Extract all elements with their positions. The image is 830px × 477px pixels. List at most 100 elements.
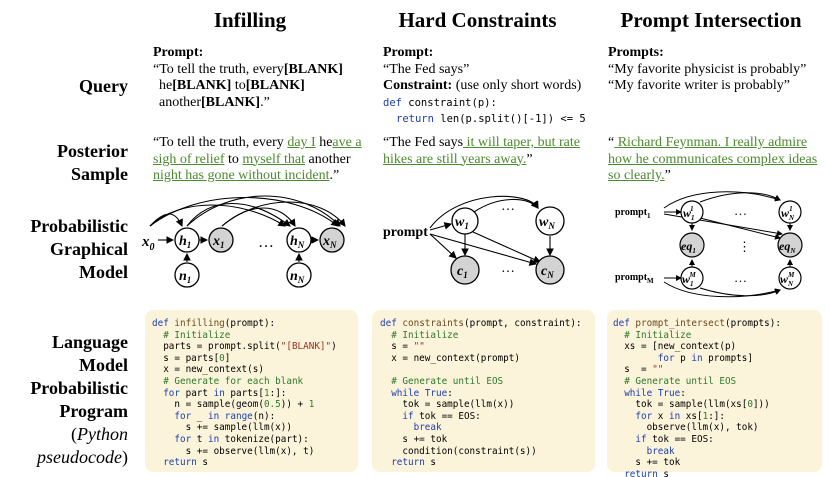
code-token: n = sample(geom( (152, 399, 264, 411)
blank-token: [BLANK] (172, 78, 232, 93)
code-token: for (657, 352, 675, 364)
code-token: : (447, 387, 453, 399)
code-line: # Generate until EOS (380, 376, 582, 388)
code-text: constraint(p): (401, 96, 497, 109)
generated-text: hikes are still years away. (383, 151, 527, 167)
code-token: (prompts): (724, 318, 781, 329)
posterior-infilling-line-3: night has gone without incident.” (153, 168, 362, 185)
code-token: 1 (308, 399, 315, 411)
code-token (613, 376, 624, 387)
node-w1-label: w1 (455, 215, 469, 231)
code-token: return (391, 457, 425, 469)
posterior-intersection: “ Richard Feynman. I really admire how h… (608, 135, 817, 185)
edge (429, 233, 538, 266)
query-constraints-constraint: Constraint: (use only short words) (383, 78, 586, 95)
edge (699, 192, 781, 203)
generated-text: myself that (242, 151, 306, 167)
code-line: # Initialize (380, 330, 582, 342)
text-segment: .” (329, 168, 340, 183)
code-token: 0 (747, 399, 753, 411)
code-line: x = new_context(prompt) (380, 353, 582, 365)
generated-text: so clearly. (608, 168, 665, 183)
posterior-intersection-line-2: how he communicates complex ideas (608, 152, 817, 169)
code-token: in (691, 352, 703, 364)
text-segment: “ (608, 135, 615, 150)
code-line: # Generate for each blank (152, 376, 337, 388)
row-label-lm-line-4: Program (59, 401, 128, 421)
row-label-lm-line-5: (Python (0, 423, 128, 446)
code-line: n = sample(geom(0.5)) + 1 (152, 399, 337, 411)
code-token: # Initialize (391, 329, 459, 341)
node-cN-label: cN (541, 264, 554, 280)
node-w-1-1 (680, 200, 704, 224)
node-eq-N-label: eqN (779, 239, 796, 255)
code-line: condition(constraint(s)) (380, 446, 582, 458)
code-token: for (174, 433, 192, 445)
code-line: def prompt_intersect(prompts): (613, 318, 781, 330)
prompt-1-label: prompt1 (615, 207, 651, 220)
code-line: observe(llm(x), tok) (613, 422, 781, 434)
row-label-posterior-sample: Posterior Sample (0, 140, 128, 186)
row-label-pgm-line-3: Model (79, 262, 128, 282)
row-label-pgm-line-2: Graphical (49, 239, 128, 259)
row-label-query: Query (0, 75, 128, 98)
pseudocode-word: pseudocode (37, 447, 122, 467)
constraint-text: (use only short words) (452, 78, 582, 93)
code-token: # Generate for each blank (163, 375, 304, 387)
constraint-label: Constraint: (383, 78, 453, 93)
edge (149, 204, 286, 227)
code-token (613, 434, 635, 445)
prompt-M-label: promptM (615, 272, 654, 285)
code-token: # Initialize (163, 329, 231, 341)
code-token: while (624, 387, 653, 399)
node-cN (535, 255, 565, 285)
text-segment: another (159, 94, 201, 110)
code-token (380, 330, 391, 341)
edge (699, 287, 781, 297)
code-token: condition(constraint(s)) (380, 445, 537, 457)
text-segment: “To tell the truth, every (153, 61, 284, 77)
generated-text: day I (287, 135, 316, 150)
code-token (152, 457, 163, 468)
code-line: s = "" (380, 341, 582, 353)
code-token: 1 (702, 410, 709, 422)
query-intersection-label: Prompts: (608, 45, 664, 60)
paren-close: ) (122, 447, 128, 467)
code-infilling: def infilling(prompt): # Initialize part… (152, 318, 337, 469)
code-token: # Initialize (624, 329, 692, 341)
code-token: if (635, 433, 647, 445)
row-label-lm-line-6: pseudocode) (0, 446, 128, 469)
code-token (380, 388, 391, 399)
pgm-infilling: x0 h1 x1 n1 … hN xN nN (141, 195, 346, 288)
generated-text: it will taper, but rate (463, 135, 580, 150)
row-label-pgm: Probabilistic Graphical Model (0, 215, 128, 284)
code-token: True (657, 387, 681, 399)
code-token: s (424, 457, 436, 469)
column-title-hard-constraints: Hard Constraints (398, 8, 557, 32)
code-token: in (207, 410, 220, 422)
code-token: in (213, 387, 225, 399)
row-label-lm-program: Language Model Probabilistic Program (Py… (0, 331, 128, 469)
code-line: for p in prompts] (613, 353, 781, 365)
query-constraints-label: Prompt: (383, 45, 434, 60)
code-token: tok == EOS: (646, 433, 714, 445)
edge (221, 207, 296, 227)
code-line: while True: (613, 388, 781, 400)
prompt-node-label: prompt (383, 225, 428, 240)
code-line: # Initialize (152, 330, 337, 342)
generated-text: sigh of relief (153, 151, 225, 167)
code-line: s += observe(llm(x), t) (152, 446, 337, 458)
code-token: s = parts[ (152, 352, 220, 364)
code-token: xs = [new_context(p) (613, 341, 737, 353)
code-token: parts = prompt.split( (152, 341, 281, 353)
text-segment: to (224, 151, 243, 167)
ellipsis: … (501, 261, 515, 276)
code-token: for (174, 410, 192, 422)
blank-token: [BLANK] (283, 61, 343, 77)
query-constraints-code-line-1: def constraint(p): (383, 95, 586, 111)
code-token: x = new_context(s) (152, 364, 264, 376)
code-token: (n): (252, 410, 276, 422)
code-token: return (163, 457, 197, 469)
code-token: 0.5 (263, 399, 281, 411)
code-token: :]: (708, 410, 725, 422)
